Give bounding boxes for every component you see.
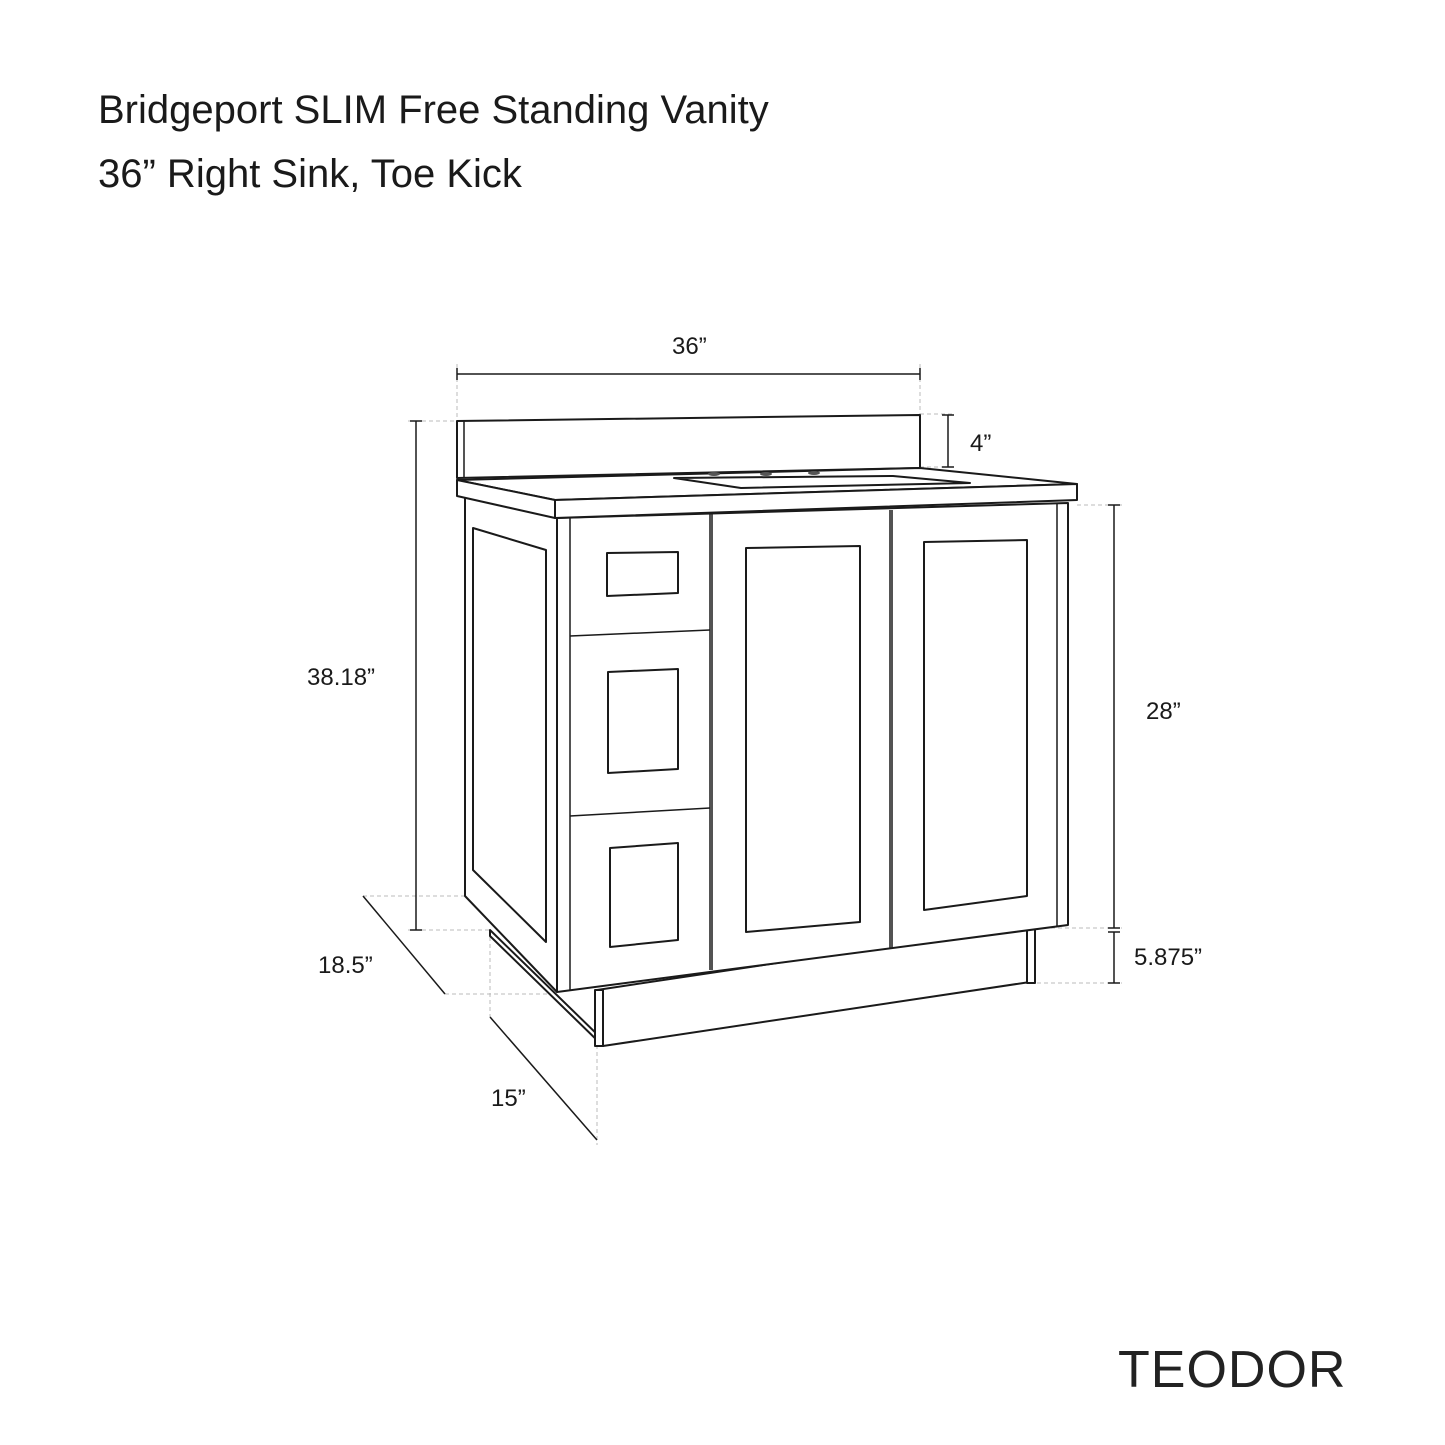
product-title: Bridgeport SLIM Free Standing Vanity	[98, 88, 769, 132]
faucet-hole	[760, 472, 772, 476]
faucet-hole	[808, 471, 820, 475]
dim-cabinet-height: 28”	[1146, 698, 1181, 725]
dimension-lines	[362, 368, 1120, 1141]
dim-backsplash: 4”	[970, 430, 992, 457]
faucet-hole	[708, 472, 720, 476]
countertop	[456, 414, 1078, 519]
toe-kick	[489, 924, 1036, 1047]
product-subtitle: 36” Right Sink, Toe Kick	[98, 152, 522, 196]
dim-cabinet-depth: 15”	[491, 1085, 526, 1112]
brand-logo: TEODOR	[1118, 1341, 1347, 1399]
dim-width: 36”	[672, 333, 707, 360]
doors	[745, 539, 1028, 933]
dim-depth: 18.5”	[318, 952, 373, 979]
dim-total-height: 38.18”	[307, 664, 376, 691]
drawers	[606, 551, 679, 948]
cabinet-side	[464, 496, 558, 993]
dim-toe-kick: 5.875”	[1134, 944, 1203, 971]
sink-cutout	[673, 475, 971, 489]
